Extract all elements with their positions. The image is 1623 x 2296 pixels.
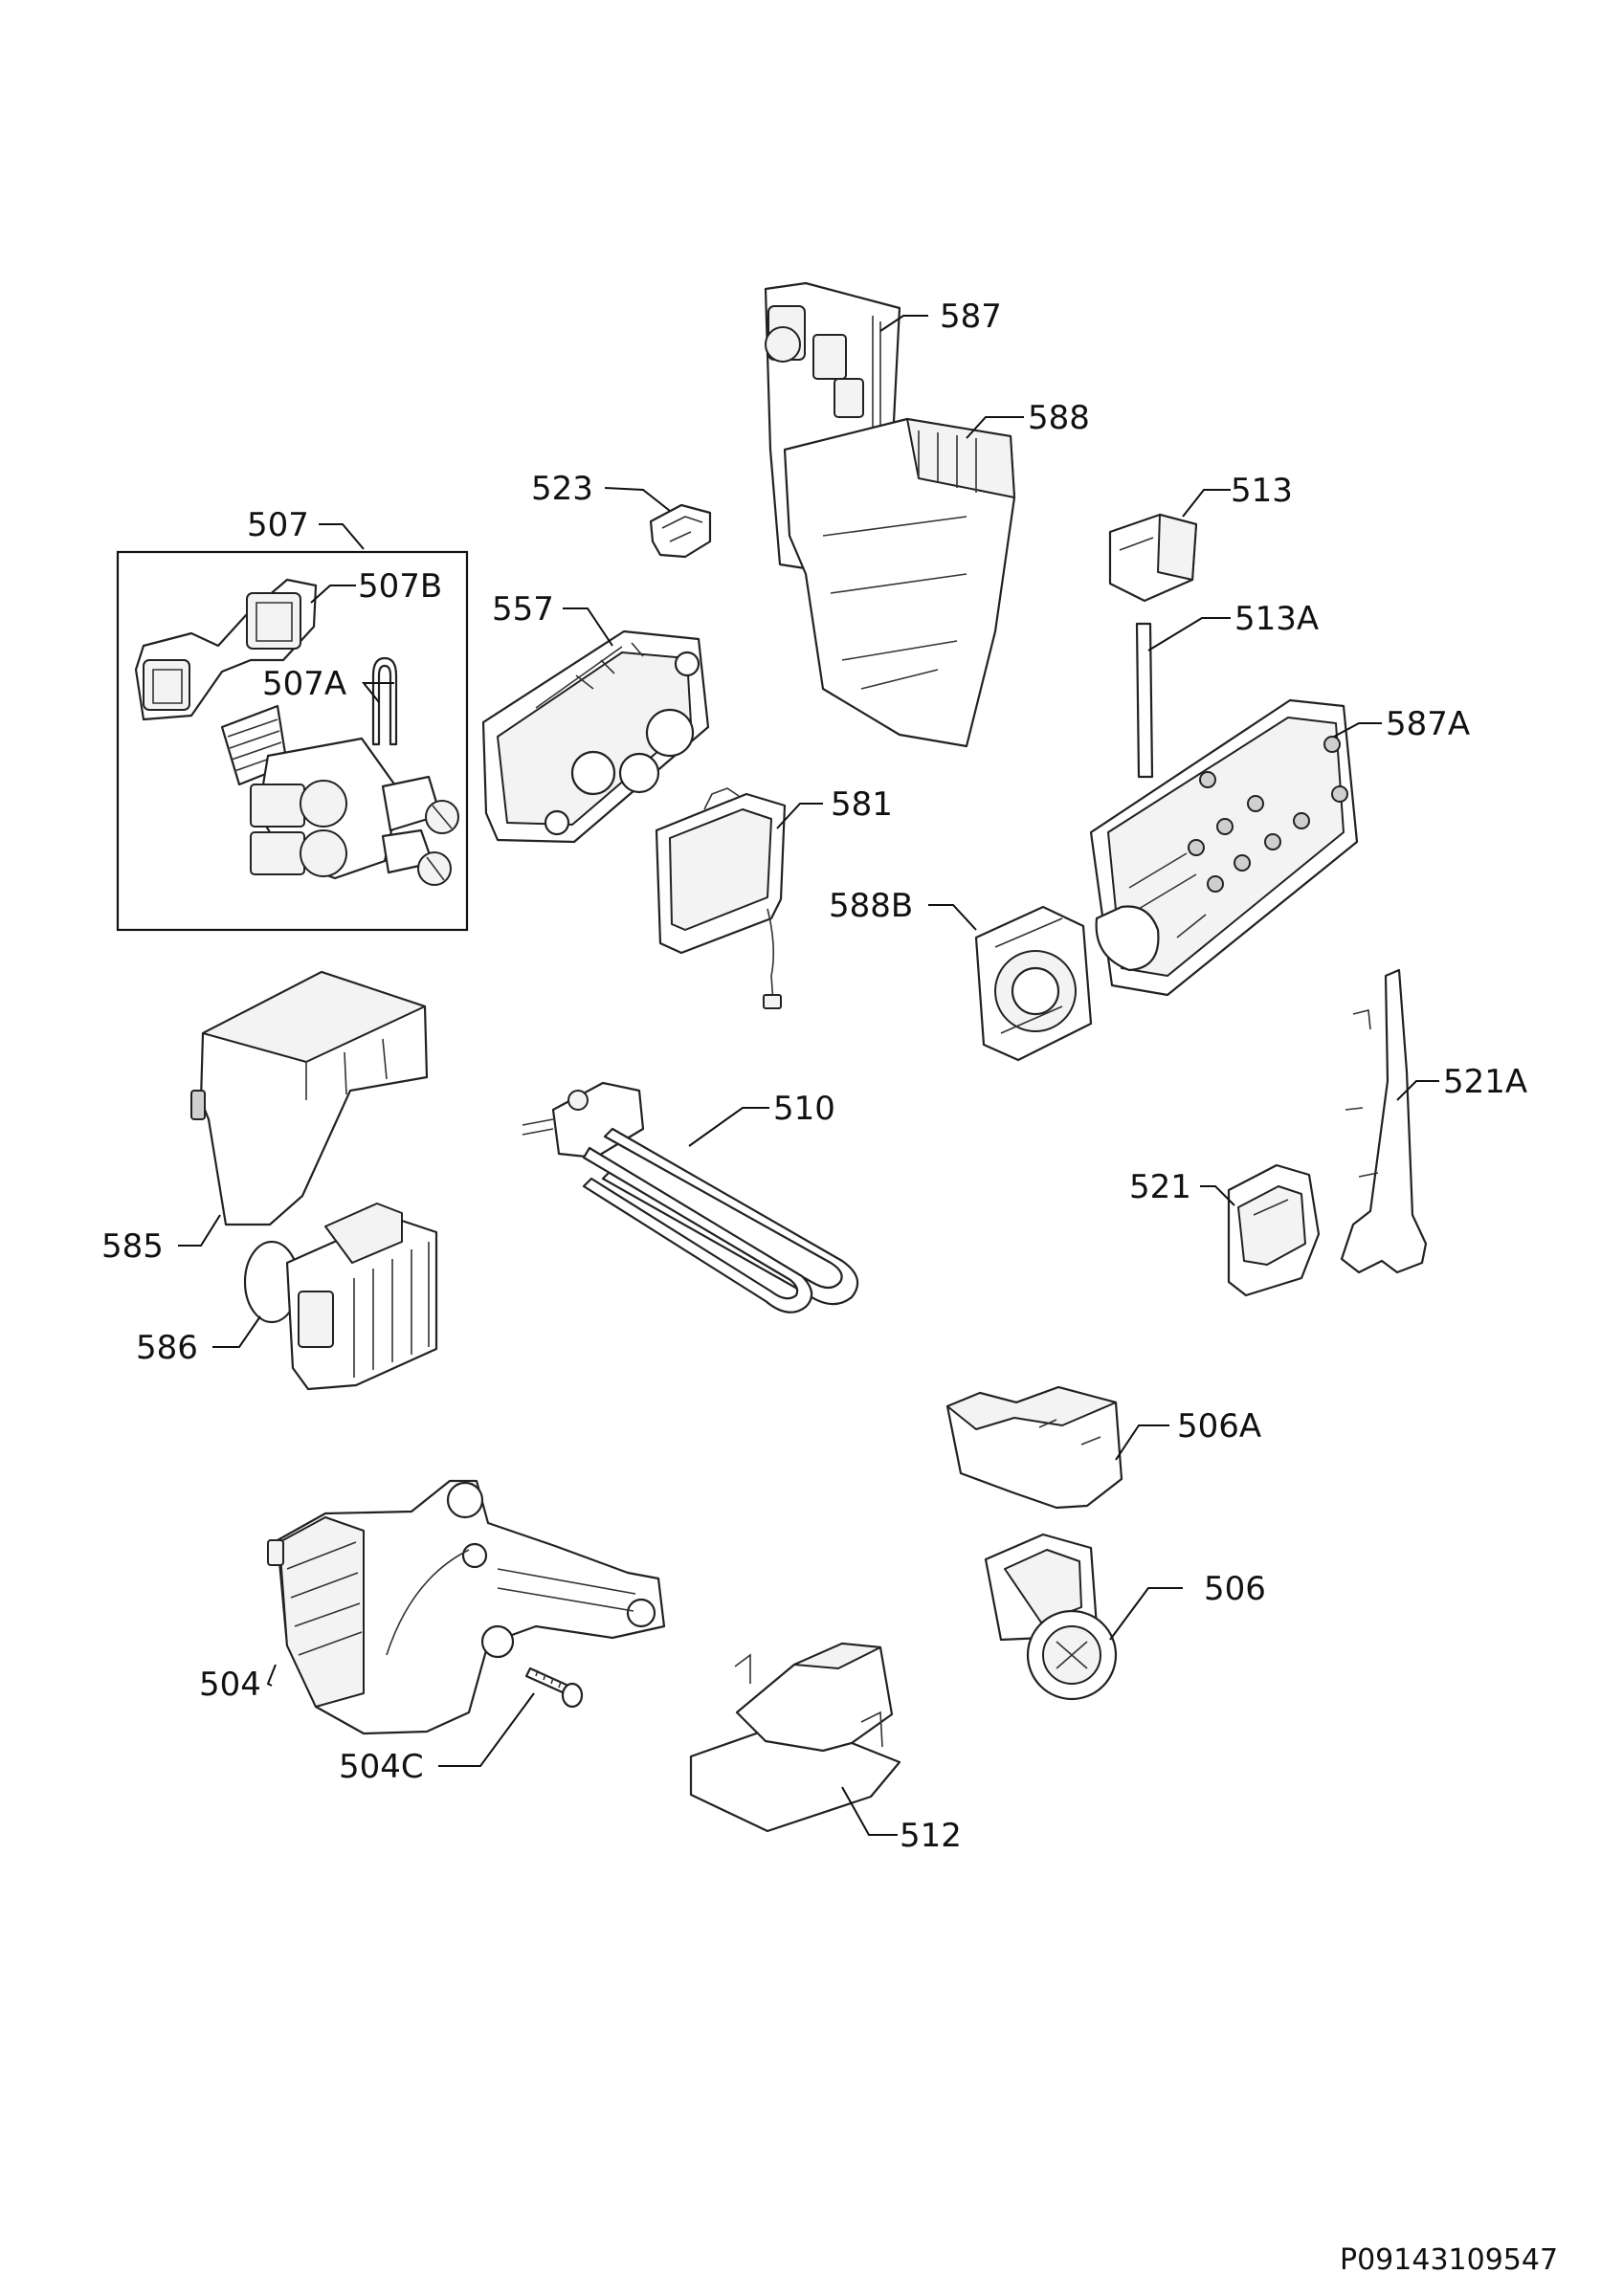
leader-513A [1147, 617, 1231, 651]
part-512-filter [689, 1642, 901, 1833]
leader-585 [178, 1214, 221, 1247]
part-588-dispenser [783, 417, 1016, 748]
label-585: 585 [101, 1227, 164, 1266]
part-506-drain-pump [984, 1533, 1118, 1701]
part-587A-control-board [1089, 698, 1359, 997]
leader-512 [841, 1786, 898, 1836]
label-513A: 513A [1234, 600, 1319, 638]
part-521-door-lock [1227, 1163, 1321, 1297]
label-588: 588 [1028, 399, 1090, 437]
part-510-heating-element [522, 1081, 859, 1314]
part-588B-pressure-switch [974, 905, 1093, 1062]
leader-587 [879, 315, 928, 332]
label-586: 586 [136, 1329, 198, 1367]
leader-510 [688, 1107, 769, 1147]
part-523-clip [649, 503, 712, 559]
label-507A: 507A [262, 665, 346, 703]
part-581-power-board [655, 787, 787, 1009]
part-585-cover [190, 970, 429, 1226]
leader-588B [928, 904, 977, 931]
label-512: 512 [900, 1817, 962, 1855]
leader-557 [563, 607, 613, 647]
label-521: 521 [1129, 1168, 1191, 1206]
label-507: 507 [247, 506, 309, 544]
leader-506A [1115, 1424, 1169, 1461]
leader-504 [266, 1664, 277, 1687]
part-507B-valve-cap [134, 578, 318, 721]
leader-588 [966, 416, 1024, 439]
part-513-connector [1108, 513, 1198, 603]
leader-504C [438, 1692, 535, 1767]
label-557: 557 [492, 590, 554, 629]
label-521A: 521A [1443, 1063, 1527, 1101]
label-507B: 507B [358, 567, 442, 606]
part-507A-clip [371, 656, 398, 746]
part-504C-screw [524, 1667, 584, 1709]
part-506A-pump-cover [945, 1385, 1123, 1510]
label-523: 523 [531, 470, 593, 508]
label-588B: 588B [829, 887, 913, 925]
label-587A: 587A [1386, 705, 1470, 743]
leader-586 [212, 1315, 261, 1348]
label-504: 504 [199, 1666, 261, 1704]
part-507-inlet-valve [220, 704, 459, 886]
part-labels: 587 588 523 513 507 507B 557 513A 507A 5… [101, 298, 1527, 1855]
leader-581 [776, 803, 823, 829]
document-code: P09143109547 [1340, 2243, 1558, 2277]
label-587: 587 [940, 298, 1002, 336]
leader-521A [1396, 1080, 1439, 1101]
part-513A-light-pipe [1135, 622, 1154, 779]
leader-507B [310, 585, 356, 604]
part-586-motor-controller [243, 1203, 438, 1391]
leader-507A [361, 682, 394, 703]
label-581: 581 [831, 785, 893, 824]
leader-lines [178, 315, 1439, 1836]
leader-507 [319, 523, 365, 550]
part-557-control-module [481, 629, 710, 844]
label-504C: 504C [339, 1748, 424, 1786]
leader-521 [1200, 1185, 1235, 1206]
leader-587A [1333, 722, 1382, 738]
label-506: 506 [1204, 1570, 1266, 1608]
leader-523 [604, 487, 671, 512]
part-521A-lever [1340, 968, 1428, 1274]
part-504-motor [267, 1479, 666, 1735]
group-frame-507 [116, 550, 469, 932]
leader-506 [1109, 1587, 1183, 1641]
label-513: 513 [1231, 472, 1293, 510]
label-510: 510 [773, 1090, 835, 1128]
label-506A: 506A [1177, 1407, 1261, 1446]
leader-513 [1182, 489, 1231, 518]
